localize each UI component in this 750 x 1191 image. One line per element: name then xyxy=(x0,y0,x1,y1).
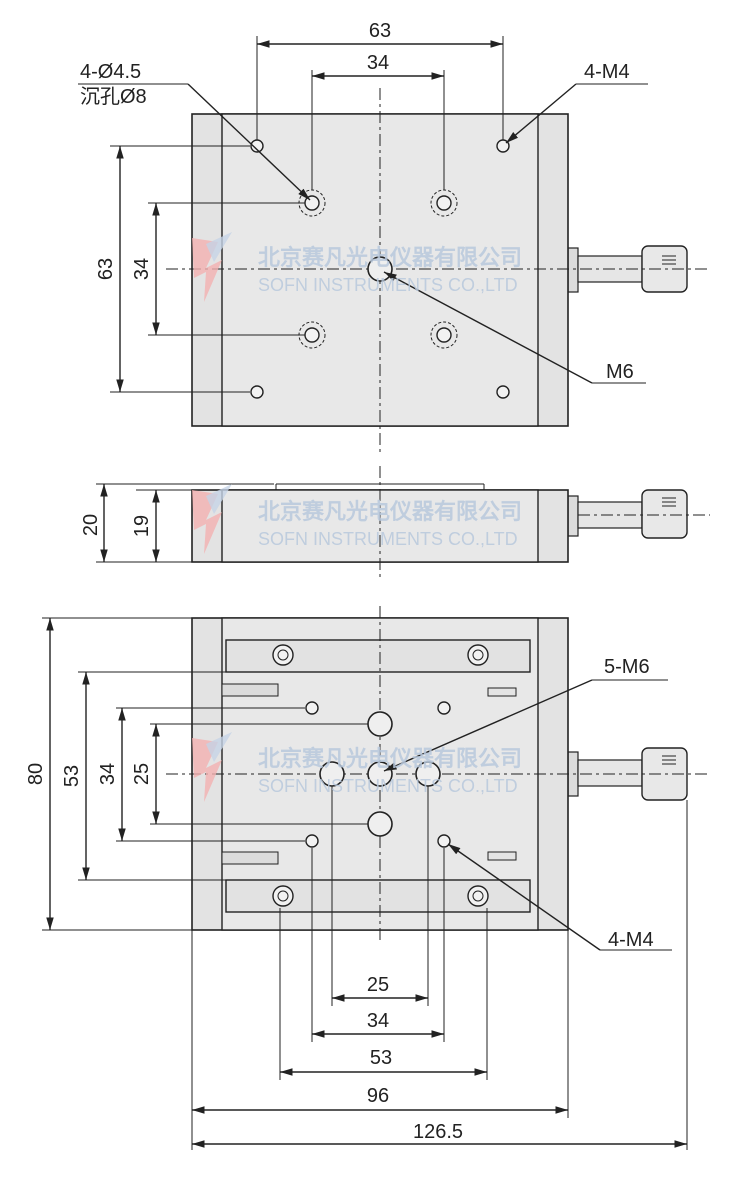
dim-top-height-63: 63 xyxy=(95,258,117,280)
callout-bottom-m6: 5-M6 xyxy=(604,656,650,678)
bottom-view xyxy=(42,606,710,1150)
side-view xyxy=(96,466,710,580)
watermark-company-cn: 北京赛凡光电仪器有限公司 xyxy=(258,245,522,271)
dim-bottom-h-34: 34 xyxy=(367,1010,389,1032)
callout-bottom-m4: 4-M4 xyxy=(608,929,654,951)
dim-top-width-34: 34 xyxy=(367,52,389,74)
watermark-company-cn: 北京赛凡光电仪器有限公司 xyxy=(258,499,522,525)
watermark-company-en: SOFN INSTRUMENTS CO.,LTD xyxy=(258,529,518,549)
dim-bottom-v-34: 34 xyxy=(97,763,119,785)
callout-counterbore-holes: 4-Ø4.5 xyxy=(80,61,141,83)
watermark-company-en: SOFN INSTRUMENTS CO.,LTD xyxy=(258,776,518,796)
callout-counterbore-size: 沉孔Ø8 xyxy=(80,85,147,108)
watermark-top: 北京赛凡光电仪器有限公司 SOFN INSTRUMENTS CO.,LTD xyxy=(192,232,522,302)
dim-side-height-20: 20 xyxy=(80,514,102,536)
callout-top-m4: 4-M4 xyxy=(584,61,630,83)
micrometer-knob-side xyxy=(641,489,688,539)
dim-bottom-v-80: 80 xyxy=(25,763,47,785)
watermark-company-cn: 北京赛凡光电仪器有限公司 xyxy=(258,746,522,772)
dim-bottom-v-25: 25 xyxy=(131,763,153,785)
callout-top-m6: M6 xyxy=(606,361,634,383)
dim-bottom-h-25: 25 xyxy=(367,974,389,996)
dim-top-width-63: 63 xyxy=(369,20,391,42)
dim-top-height-34: 34 xyxy=(131,258,153,280)
watermark-bottom: 北京赛凡光电仪器有限公司 SOFN INSTRUMENTS CO.,LTD xyxy=(192,732,522,802)
dim-bottom-h-96: 96 xyxy=(367,1085,389,1107)
dim-bottom-h-126-5: 126.5 xyxy=(413,1121,463,1143)
watermark-side: 北京赛凡光电仪器有限公司 SOFN INSTRUMENTS CO.,LTD xyxy=(192,484,522,554)
dim-side-height-19: 19 xyxy=(131,515,153,537)
dim-bottom-h-53: 53 xyxy=(370,1047,392,1069)
top-view xyxy=(78,36,710,452)
watermark-company-en: SOFN INSTRUMENTS CO.,LTD xyxy=(258,275,518,295)
dim-bottom-v-53: 53 xyxy=(61,765,83,787)
